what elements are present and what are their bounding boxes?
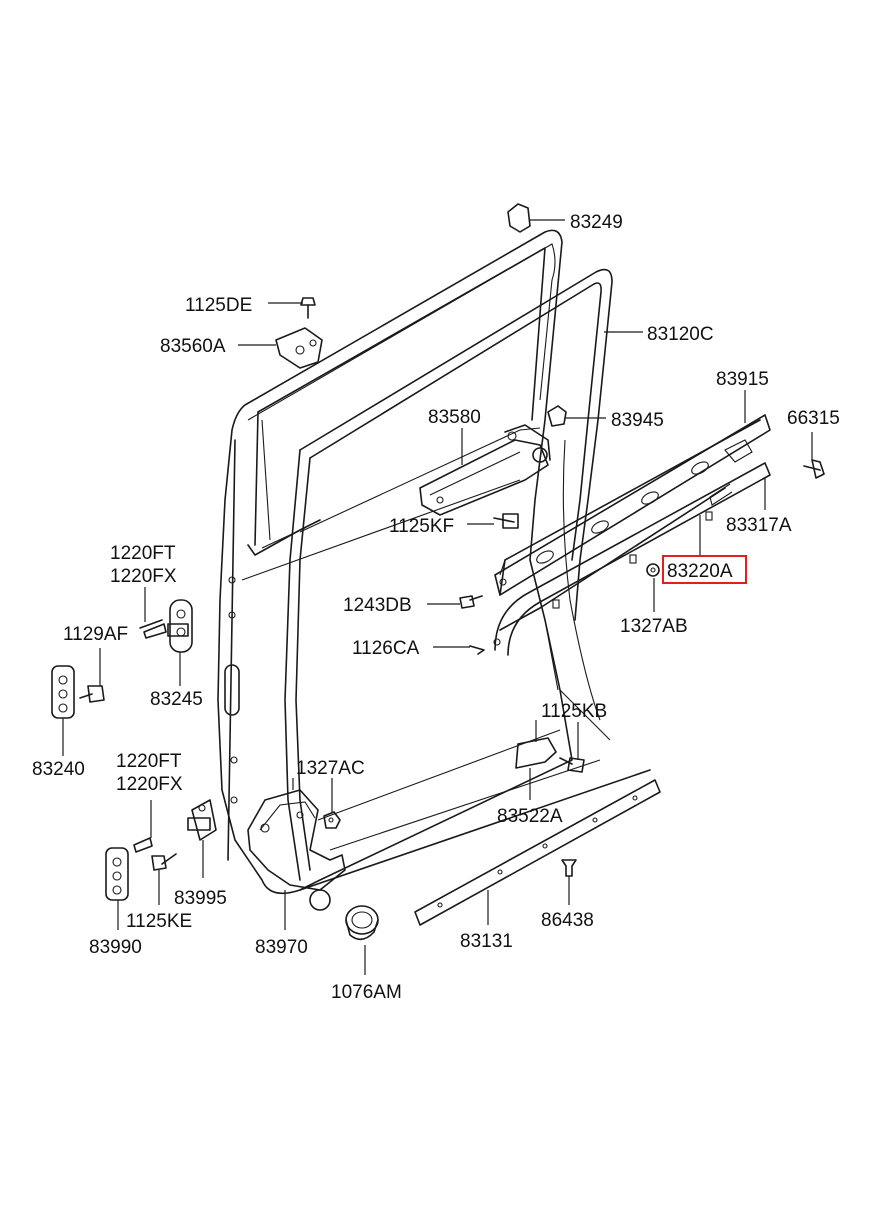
label-83580: 83580: [428, 407, 481, 428]
door-panel: [217, 229, 651, 895]
lower-curved-rail: [493, 462, 771, 656]
label-83560A: 83560A: [160, 336, 226, 357]
label-83220A: 83220A: [667, 561, 733, 582]
cap-1076AM: [345, 905, 379, 941]
label-83995: 83995: [174, 888, 227, 909]
nut-1327AC: [323, 811, 341, 829]
bolt-1125KB: [559, 757, 585, 773]
bottom-rail-83131: [414, 779, 661, 926]
screw-1126CA: [469, 645, 485, 655]
label-83249: 83249: [570, 212, 623, 233]
leader-lines: [62, 219, 813, 975]
label-1220FX-top: 1220FX: [110, 566, 177, 587]
label-1220FT-top: 1220FT: [110, 543, 176, 564]
label-1220FT-bottom: 1220FT: [116, 751, 182, 772]
bolt-1125DE: [300, 297, 316, 319]
bumper-83945: [547, 405, 567, 427]
label-66315: 66315: [787, 408, 840, 429]
label-1327AC: 1327AC: [296, 758, 365, 779]
upper-roller-83580: [419, 424, 551, 516]
bolt-1125KE: [151, 853, 177, 871]
bolt-1125KF: [493, 513, 519, 529]
label-83522A: 83522A: [497, 806, 563, 827]
label-1243DB: 1243DB: [343, 595, 412, 616]
label-1129AF: 1129AF: [63, 624, 128, 645]
bracket-83245: [167, 599, 193, 653]
center-rail-83915: [494, 414, 771, 596]
bolt-66315: [803, 459, 825, 479]
label-83317A: 83317A: [726, 515, 792, 536]
screw-1220FX-bottom: [133, 837, 153, 853]
bracket-83560A: [275, 327, 323, 369]
part-number-labels: 83249 1125DE 83560A 83120C 83915 83580 8…: [32, 212, 840, 1003]
bumper-83249: [507, 203, 531, 233]
label-1076AM: 1076AM: [331, 982, 402, 1003]
window-seal: [247, 243, 613, 881]
bracket-83995: [187, 799, 217, 841]
label-83990: 83990: [89, 937, 142, 958]
label-83131: 83131: [460, 931, 513, 952]
label-1125KE: 1125KE: [126, 911, 192, 932]
plate-83990: [105, 847, 129, 901]
label-1125KF: 1125KF: [389, 516, 454, 537]
hinge-83970: [247, 789, 346, 911]
label-83945: 83945: [611, 410, 664, 431]
label-83120C: 83120C: [647, 324, 714, 345]
label-83240: 83240: [32, 759, 85, 780]
label-83970: 83970: [255, 937, 308, 958]
label-86438: 86438: [541, 910, 594, 931]
bumper-83522A: [515, 737, 557, 769]
label-83915: 83915: [716, 369, 769, 390]
label-1220FX-bottom: 1220FX: [116, 774, 183, 795]
bolt-1129AF: [79, 685, 105, 703]
pin-86438: [561, 859, 577, 877]
nut-1327AB: [646, 563, 660, 577]
screw-1220FX-top: [139, 619, 167, 639]
bolt-1243DB: [459, 595, 483, 609]
highlight-box-83220A: [662, 555, 747, 584]
label-1327AB: 1327AB: [620, 616, 688, 637]
plate-83240: [51, 665, 75, 719]
label-1125DE: 1125DE: [185, 295, 252, 316]
label-1125KB: 1125KB: [541, 701, 607, 722]
label-83245: 83245: [150, 689, 203, 710]
label-1126CA: 1126CA: [352, 638, 420, 659]
